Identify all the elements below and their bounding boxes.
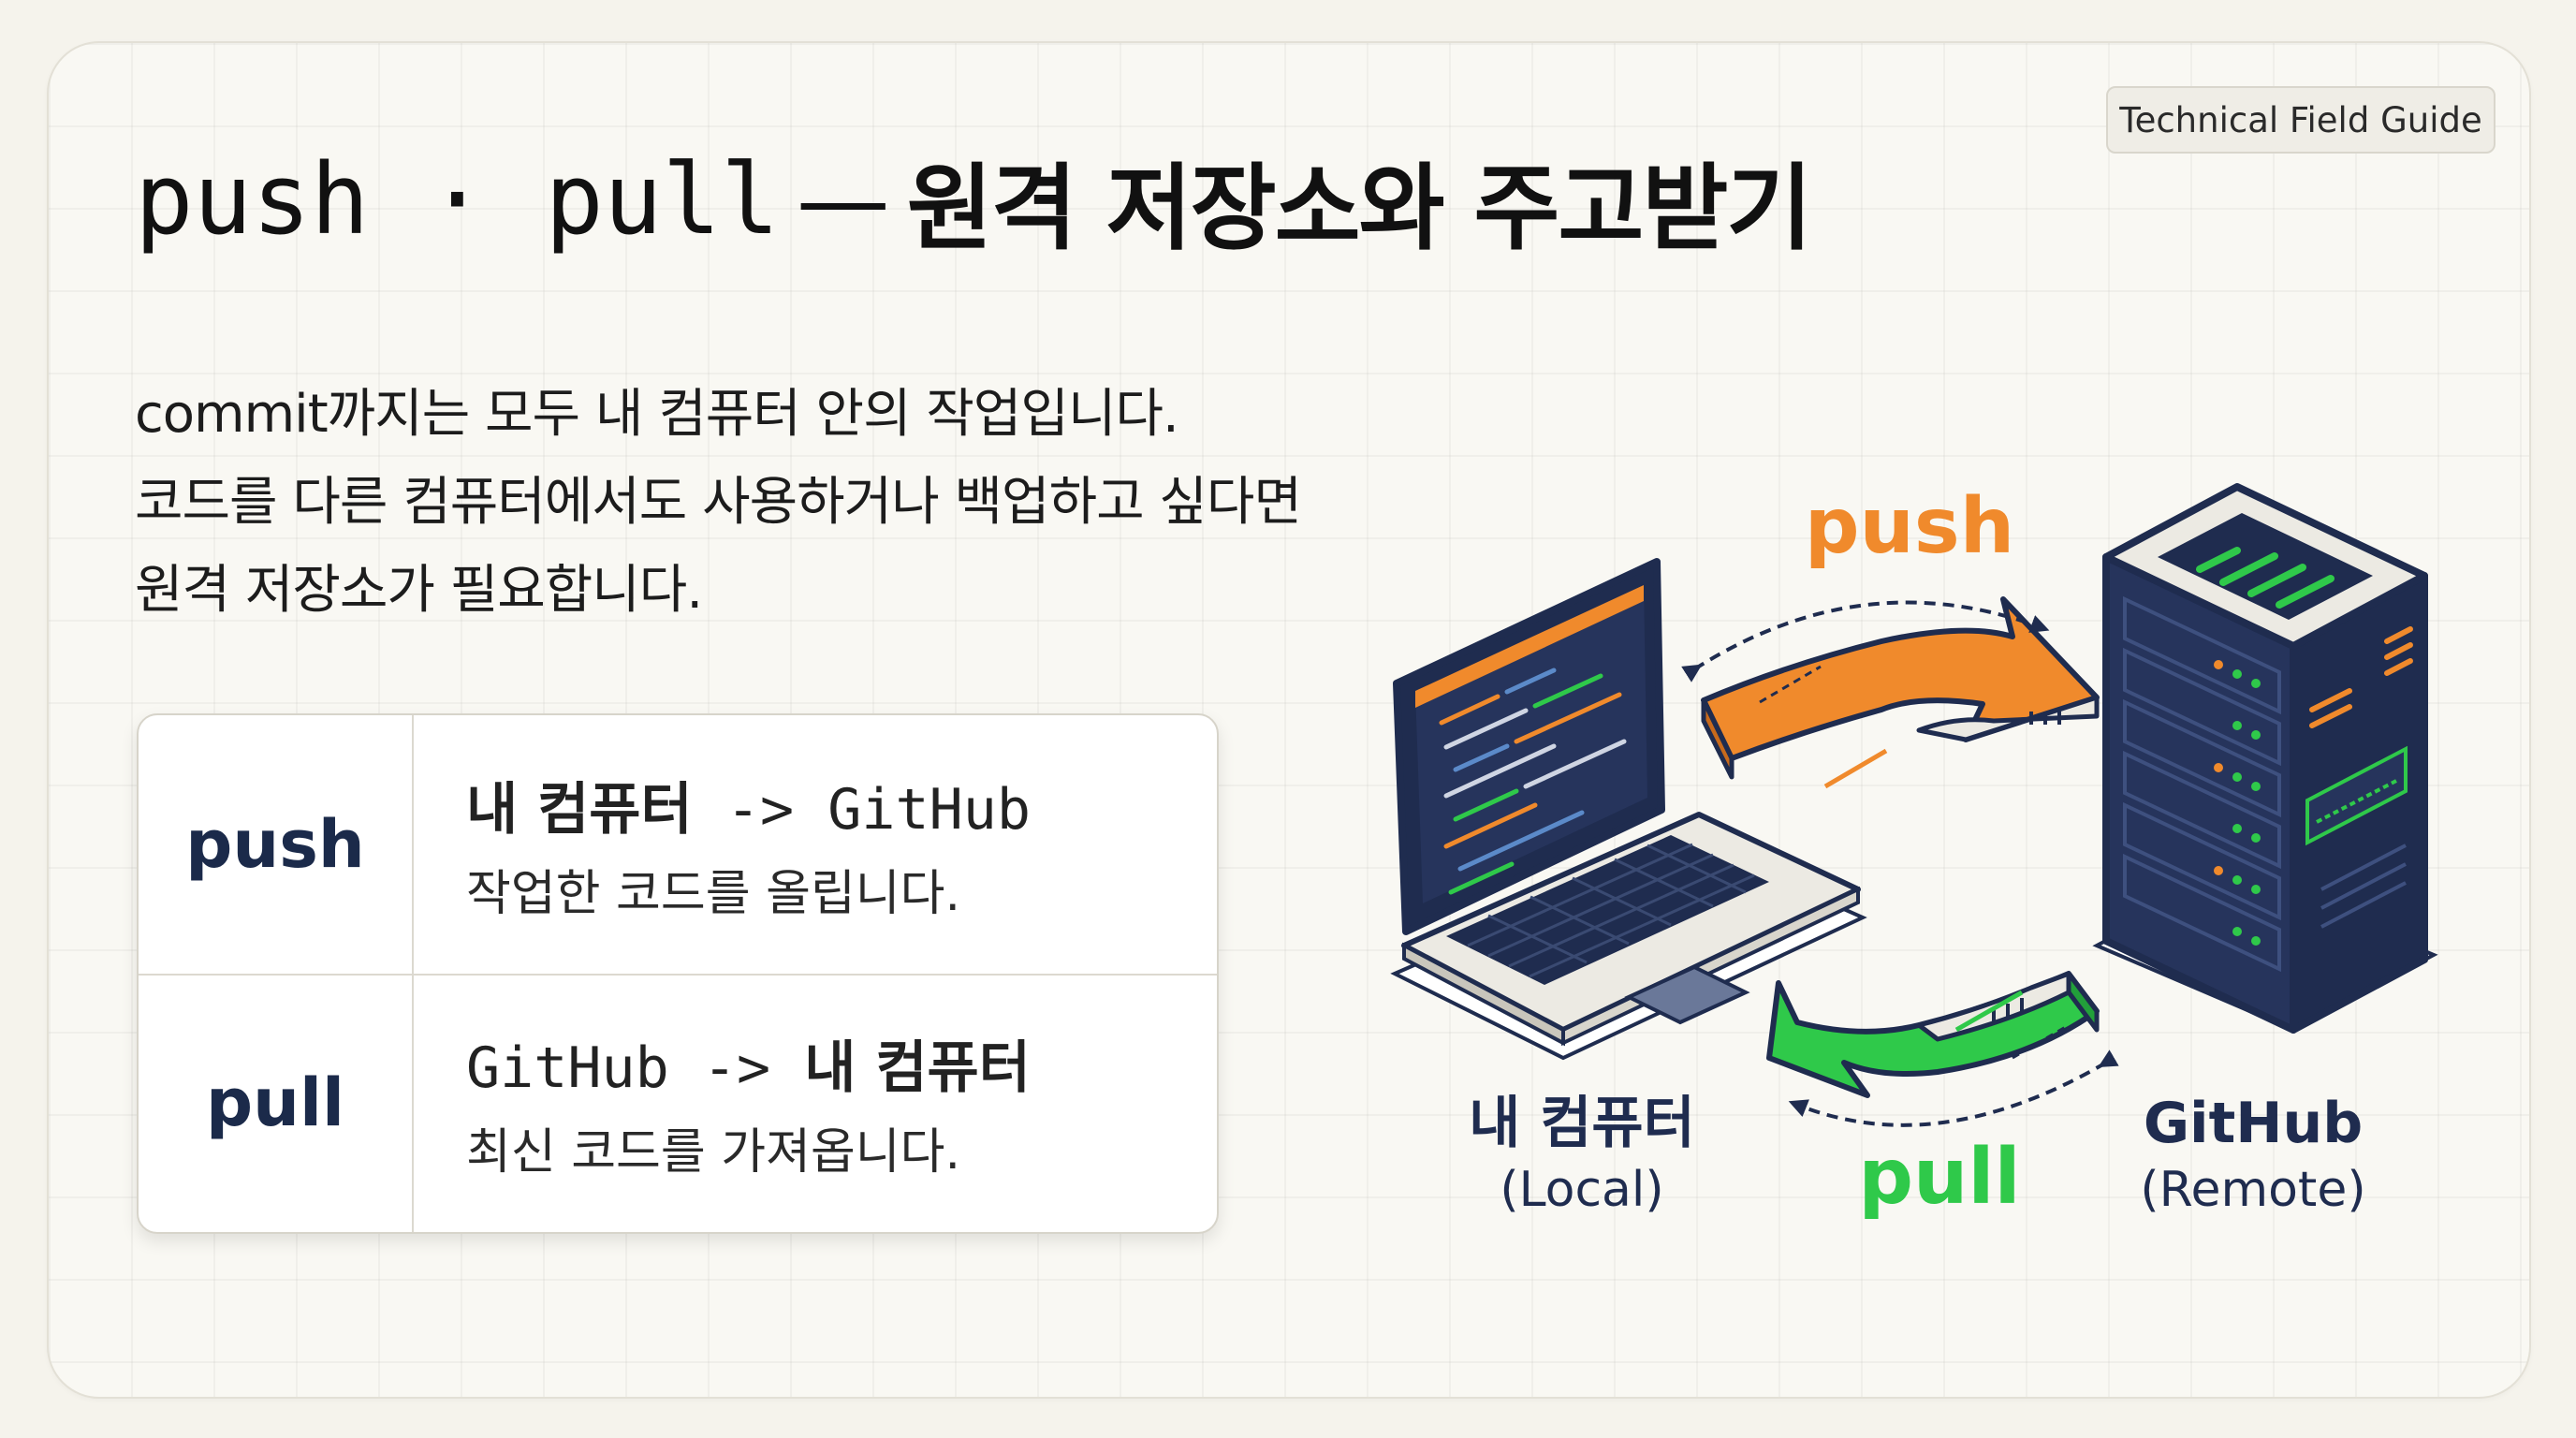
intro-line: 원격 저장소가 필요합니다. (135, 560, 703, 621)
direction-from: GitHub (466, 1035, 669, 1101)
intro-line: commit까지는 모두 내 컴퓨터 안의 작업입니다. (135, 384, 1179, 445)
command-table: push 내 컴퓨터 -> GitHub 작업한 코드를 올립니다. pull … (137, 713, 1219, 1234)
page-title: push · pull — 원격 저장소와 주고받기 (135, 139, 1812, 263)
push-pull-diagram: push pull 내 컴퓨터 (Local) GitHub (Remote) (1390, 482, 2438, 1222)
remote-label: GitHub (2144, 1091, 2363, 1156)
title-separator: — (796, 144, 890, 255)
command-direction: 내 컴퓨터 -> GitHub (466, 770, 1031, 850)
local-sublabel: (Local) (1500, 1162, 1663, 1218)
command-explanation: 작업한 코드를 올립니다. (466, 866, 960, 922)
intro-paragraph: commit까지는 모두 내 컴퓨터 안의 작업입니다. 코드를 다른 컴퓨터에… (135, 371, 1427, 635)
command-description: 내 컴퓨터 -> GitHub 작업한 코드를 올립니다. (466, 770, 1031, 924)
command-row-pull: pull GitHub -> 내 컴퓨터 최신 코드를 가져옵니다. (139, 974, 1217, 1232)
intro-line: 코드를 다른 컴퓨터에서도 사용하거나 백업하고 싶다면 (135, 472, 1302, 533)
server-icon (2092, 483, 2438, 1034)
laptop-icon (1390, 558, 1867, 1061)
local-label: 내 컴퓨터 (1469, 1091, 1695, 1156)
direction-from: 내 컴퓨터 (466, 777, 693, 843)
direction-arrow: -> (692, 777, 828, 843)
pull-arrow (1766, 971, 2119, 1127)
command-name: pull (139, 974, 414, 1232)
direction-to: GitHub (827, 777, 1031, 843)
command-direction: GitHub -> 내 컴퓨터 (466, 1028, 1031, 1108)
push-arrow (1681, 596, 2100, 789)
push-label: push (1805, 482, 2014, 571)
command-name: push (139, 715, 414, 974)
command-description: GitHub -> 내 컴퓨터 최신 코드를 가져옵니다. (466, 1028, 1031, 1182)
direction-arrow: -> (668, 1035, 805, 1101)
direction-to: 내 컴퓨터 (804, 1035, 1031, 1101)
command-explanation: 최신 코드를 가져옵니다. (466, 1124, 960, 1181)
title-korean: 원격 저장소와 주고받기 (906, 153, 1813, 263)
remote-sublabel: (Remote) (2140, 1162, 2365, 1218)
command-row-push: push 내 컴퓨터 -> GitHub 작업한 코드를 올립니다. (139, 715, 1217, 976)
guide-badge: Technical Field Guide (2106, 86, 2496, 154)
pull-label: pull (1858, 1133, 2020, 1222)
title-code: push · pull (135, 142, 780, 257)
